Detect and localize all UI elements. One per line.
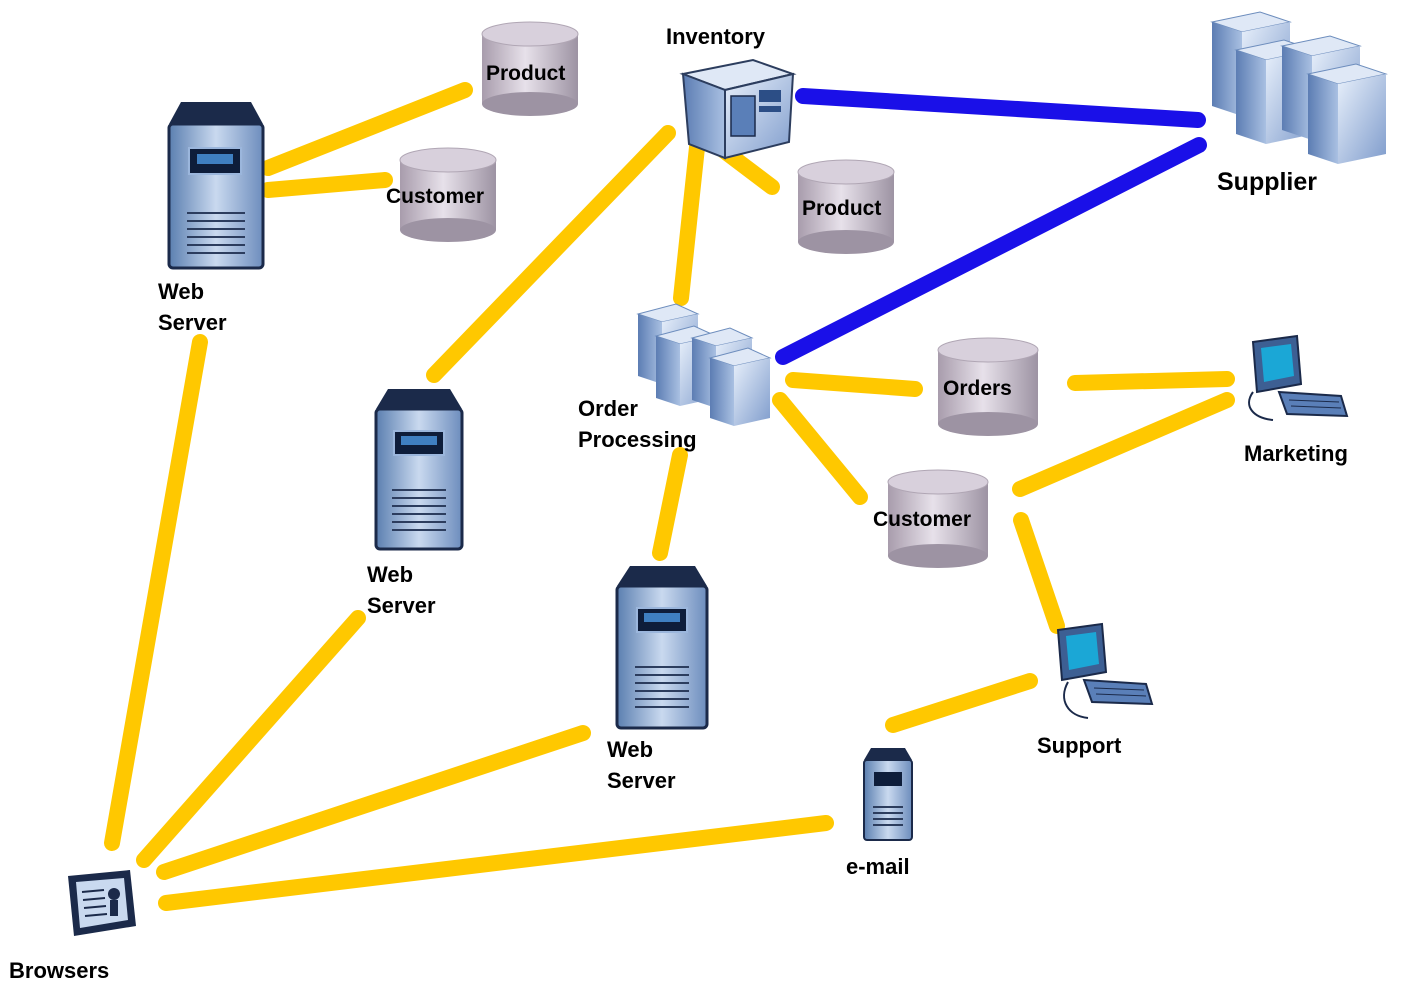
server-box-icon [679, 58, 797, 160]
server-tower-icon [374, 389, 464, 551]
web-server-3-line-1: Web [607, 737, 654, 762]
web-server-3-label: Web Server [607, 734, 676, 796]
link-web2-inventory [426, 125, 676, 383]
link-web2-browsers [136, 610, 366, 868]
web-server-1-line-1: Web [158, 279, 205, 304]
db-product-1-label: Product [486, 62, 566, 85]
web-server-2-line-1: Web [367, 562, 414, 587]
link-orderproc-orders [785, 372, 923, 397]
database-cylinder-icon [937, 337, 1039, 436]
order-processing-label: Order Processing [578, 393, 697, 455]
marketing-label: Marketing [1244, 441, 1348, 466]
link-customer-support [1013, 512, 1065, 634]
inventory-label: Inventory [666, 24, 766, 49]
server-tower-icon [167, 102, 265, 270]
browser-device-icon [68, 870, 136, 936]
server-rack-icon [636, 303, 772, 426]
link-orderproc-web3 [652, 447, 688, 561]
order-processing-line-2: Processing [578, 427, 697, 452]
database-cylinder-icon [797, 159, 895, 254]
server-tower-icon [863, 748, 913, 841]
server-tower-icon [615, 566, 709, 730]
link-orderproc-supplier [775, 137, 1207, 365]
link-web3-browsers [156, 725, 591, 880]
server-rack-icon [1210, 11, 1388, 164]
db-customer-1-label: Customer [386, 185, 485, 208]
supplier-label: Supplier [1217, 168, 1318, 196]
web-server-2-line-2: Server [367, 593, 436, 618]
web-server-2-label: Web Server [367, 559, 436, 621]
link-inventory-supplier [795, 88, 1206, 128]
web-server-1-line-2: Server [158, 310, 227, 335]
link-support-email [885, 673, 1038, 733]
db-product-2-label: Product [802, 197, 882, 220]
order-processing-line-1: Order [578, 396, 638, 421]
database-cylinder-icon [399, 147, 497, 242]
link-email-browsers [158, 815, 834, 911]
browsers-label: Browsers [9, 958, 110, 983]
link-orders-marketing [1067, 371, 1235, 391]
database-cylinder-icon [481, 21, 579, 116]
support-label: Support [1037, 733, 1122, 758]
link-orderproc-customer [772, 392, 868, 505]
link-web1-customer [260, 172, 393, 198]
email-label: e-mail [846, 854, 910, 879]
link-web1-browsers [104, 334, 208, 851]
db-orders-label: Orders [943, 377, 1012, 400]
web-server-3-line-2: Server [607, 768, 676, 793]
link-marketing-customer [1012, 392, 1235, 497]
database-cylinder-icon [887, 469, 989, 568]
computer-workstation-icon [1248, 334, 1349, 421]
computer-workstation-icon [1056, 622, 1154, 719]
web-server-1-label: Web Server [158, 276, 227, 338]
db-customer-2-label: Customer [873, 508, 972, 531]
link-web1-product [260, 82, 473, 176]
link-inventory-orderproc [673, 130, 706, 306]
